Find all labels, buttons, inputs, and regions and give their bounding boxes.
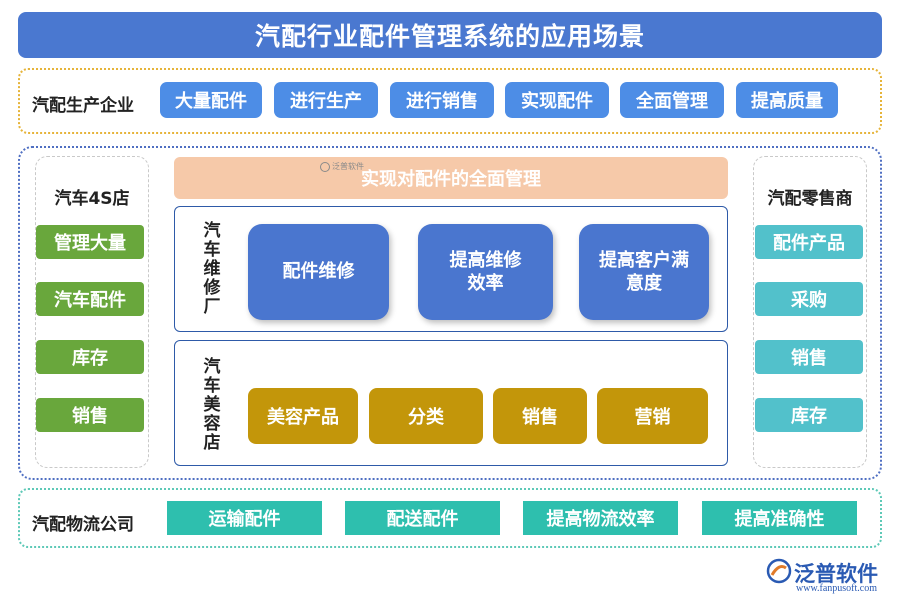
left-column-item: 库存 bbox=[36, 340, 144, 374]
right-column-item: 采购 bbox=[755, 282, 863, 316]
repair-card: 提高维修效率 bbox=[418, 224, 553, 320]
watermark-text: 泛普软件 bbox=[332, 162, 364, 171]
production-section bbox=[18, 68, 882, 134]
logistics-label: 汽配物流公司 bbox=[32, 515, 134, 535]
repair-card: 提高客户满意度 bbox=[579, 224, 709, 320]
right-column-item: 库存 bbox=[755, 398, 863, 432]
production-item: 进行销售 bbox=[390, 82, 494, 118]
production-item: 大量配件 bbox=[160, 82, 262, 118]
production-item: 全面管理 bbox=[620, 82, 724, 118]
beauty-item: 美容产品 bbox=[248, 388, 358, 444]
logo-icon bbox=[320, 161, 330, 172]
right-column bbox=[753, 156, 867, 468]
right-column-item: 配件产品 bbox=[755, 225, 863, 259]
repair-shop-label: 汽车维修厂 bbox=[203, 221, 221, 318]
right-column-item: 销售 bbox=[755, 340, 863, 374]
middle-section bbox=[18, 146, 882, 480]
production-item: 提高质量 bbox=[736, 82, 838, 118]
logo-name: 泛普软件 bbox=[794, 562, 878, 586]
beauty-item: 分类 bbox=[369, 388, 483, 444]
beauty-shop-label: 汽车美容店 bbox=[203, 357, 221, 454]
production-item: 进行生产 bbox=[274, 82, 378, 118]
left-column-item: 汽车配件 bbox=[36, 282, 144, 316]
beauty-item: 销售 bbox=[493, 388, 587, 444]
banner: 实现对配件的全面管理 bbox=[174, 157, 728, 199]
beauty-item: 营销 bbox=[597, 388, 708, 444]
logistics-section bbox=[18, 488, 882, 548]
logistics-item: 运输配件 bbox=[167, 501, 322, 535]
production-item: 实现配件 bbox=[505, 82, 609, 118]
watermark: 泛普软件 bbox=[320, 161, 364, 172]
logo-icon bbox=[766, 558, 792, 584]
repair-card: 配件维修 bbox=[248, 224, 389, 320]
company-logo: 泛普软件 www.fanpusoft.com bbox=[766, 556, 896, 596]
left-column-item: 销售 bbox=[36, 398, 144, 432]
left-column-label: 汽车4S店 bbox=[54, 189, 130, 209]
left-column bbox=[35, 156, 149, 468]
left-column-item: 管理大量 bbox=[36, 225, 144, 259]
diagram-title: 汽配行业配件管理系统的应用场景 bbox=[18, 12, 882, 58]
logistics-item: 提高物流效率 bbox=[523, 501, 678, 535]
logistics-item: 配送配件 bbox=[345, 501, 500, 535]
logistics-item: 提高准确性 bbox=[702, 501, 857, 535]
right-column-label: 汽配零售商 bbox=[767, 189, 853, 209]
production-label: 汽配生产企业 bbox=[32, 96, 134, 116]
logo-url: www.fanpusoft.com bbox=[796, 583, 878, 594]
